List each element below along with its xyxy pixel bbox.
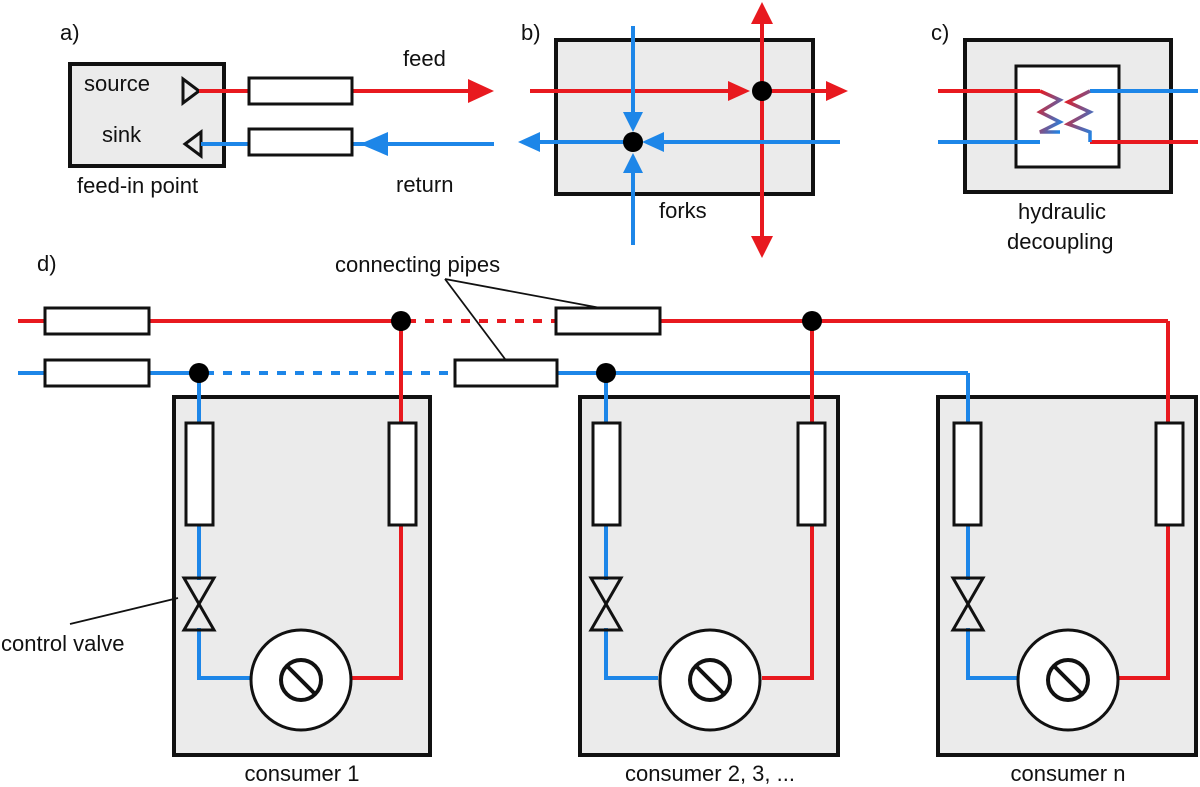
c1-heater-slash-icon — [285, 664, 317, 696]
heat-exchanger-box — [1014, 64, 1121, 169]
cn-feed-pipe — [1154, 421, 1185, 527]
main-return-pipe-1 — [43, 358, 151, 388]
feed-arrow-b-down-icon — [751, 236, 773, 258]
main-feed-pipe-1 — [43, 306, 151, 336]
forks-box — [554, 38, 815, 196]
panel-d-tag: d) — [37, 251, 57, 276]
cn-heater-inner-icon — [1046, 658, 1090, 702]
panel-a: a) source sink feed-in point feed return — [60, 20, 494, 198]
consumer-2-caption: consumer 2, 3, ... — [625, 761, 795, 786]
forks-caption: forks — [659, 198, 707, 223]
connecting-pipe-feed — [554, 306, 662, 336]
source-triangle-icon — [181, 76, 202, 106]
c2-return-node — [596, 363, 616, 383]
connecting-pipes-label: connecting pipes — [335, 252, 500, 277]
c1-heater-inner-icon — [279, 658, 323, 702]
cn-return-pipe — [952, 421, 983, 527]
c2-heater-inner-icon — [688, 658, 732, 702]
panel-b-tag: b) — [521, 20, 541, 45]
panel-c: c) hydraulic decoupling — [931, 20, 1198, 254]
c2-control-valve-icon — [588, 576, 624, 632]
pipe-return-a — [247, 127, 354, 157]
hydraulic-caption-line2: decoupling — [1007, 229, 1113, 254]
feed-arrow-b-in-icon — [728, 81, 750, 101]
return-label: return — [396, 172, 453, 197]
cn-control-valve-icon — [950, 576, 986, 632]
c2-return-pipe — [591, 421, 622, 527]
hydraulic-caption-line1: hydraulic — [1018, 199, 1106, 224]
return-arrow-b-out-icon — [518, 132, 540, 152]
connecting-pipes-leader-1 — [444, 278, 607, 310]
panel-c-tag: c) — [931, 20, 949, 45]
source-label: source — [84, 71, 150, 96]
c1-return-node — [189, 363, 209, 383]
return-arrow-b-bottom-icon — [623, 153, 643, 173]
c2-feed-pipe — [796, 421, 827, 527]
feed-in-point-box — [68, 62, 226, 168]
c2-feed-node — [802, 311, 822, 331]
c1-control-valve-icon — [181, 576, 217, 632]
hx-coil-right-icon — [1063, 89, 1094, 142]
consumer-1-caption: consumer 1 — [245, 761, 360, 786]
feed-arrow-b-up-icon — [751, 2, 773, 24]
return-arrow-icon — [360, 132, 388, 156]
return-arrow-b-top-icon — [623, 112, 643, 132]
control-valve-leader — [69, 597, 179, 625]
c1-feed-node — [391, 311, 411, 331]
c1-feed-pipe — [387, 421, 418, 527]
feed-label: feed — [403, 46, 446, 71]
c2-return-bottom — [604, 628, 658, 680]
pipe-feed-a — [247, 76, 354, 106]
cn-heater-slash-icon — [1052, 664, 1084, 696]
c1-return-bottom — [197, 628, 251, 680]
feed-fork-node — [752, 81, 772, 101]
hx-coil-left-icon — [1036, 89, 1064, 134]
feed-in-point-caption: feed-in point — [77, 173, 198, 198]
control-valve-label: control valve — [1, 631, 125, 656]
consumer-n-caption: consumer n — [1011, 761, 1126, 786]
return-fork-node — [623, 132, 643, 152]
feed-arrow-b-out-icon — [826, 81, 848, 101]
connecting-pipe-return — [453, 358, 559, 388]
connecting-pipes-leader-2 — [444, 278, 506, 360]
panel-d: d) connecting pipes — [1, 251, 1198, 786]
c1-return-pipe — [184, 421, 215, 527]
panel-a-tag: a) — [60, 20, 80, 45]
panel-b: b) forks — [518, 2, 848, 258]
sink-label: sink — [102, 122, 142, 147]
return-arrow-b-in-icon — [642, 132, 664, 152]
cn-return-bottom — [966, 628, 1020, 680]
feed-arrow-icon — [468, 79, 494, 103]
c2-heater-slash-icon — [694, 664, 726, 696]
